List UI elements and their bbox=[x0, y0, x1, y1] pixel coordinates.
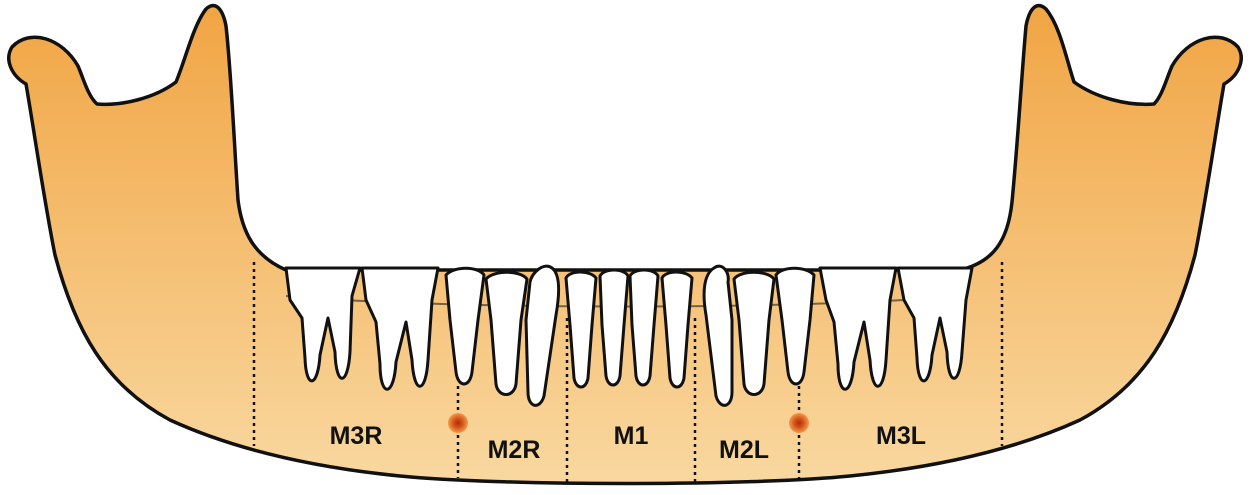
mandible-bone bbox=[9, 6, 1241, 484]
region-label-m2l: M2L bbox=[719, 436, 769, 464]
mental-foramen-right-icon bbox=[448, 413, 468, 433]
region-label-m2r: M2R bbox=[488, 436, 541, 464]
mental-foramen-left-icon bbox=[789, 413, 809, 433]
region-label-m3l: M3L bbox=[876, 422, 926, 450]
region-label-m3r: M3R bbox=[330, 422, 383, 450]
region-label-m1: M1 bbox=[614, 422, 649, 450]
